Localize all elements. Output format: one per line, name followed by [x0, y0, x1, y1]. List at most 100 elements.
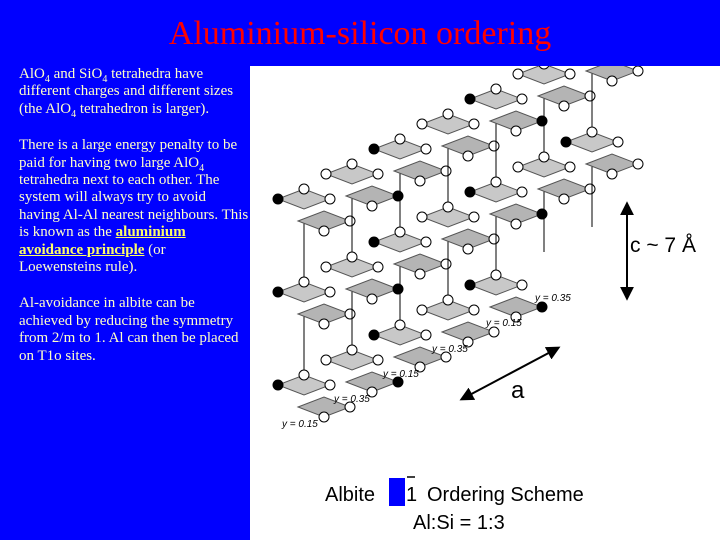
- oxygen-atom: [538, 66, 550, 70]
- oxygen-atom: [372, 168, 384, 180]
- oxygen-atom: [558, 193, 570, 205]
- oxygen-atom: [298, 276, 310, 288]
- oxygen-atom: [366, 293, 378, 305]
- text-column: AlO4 and SiO4 tetrahedra have different …: [19, 66, 249, 384]
- y-coordinate-label: y = 0.15: [485, 318, 522, 329]
- oxygen-atom: [324, 379, 336, 391]
- oxygen-atom: [320, 261, 332, 273]
- a-axis-arrow: [459, 346, 561, 401]
- oxygen-atom: [632, 66, 644, 77]
- caption-symbol: 1: [406, 484, 417, 506]
- c-axis-label: c ~ 7 Å: [630, 234, 696, 257]
- oxygen-atom: [318, 318, 330, 330]
- oxygen-atom: [416, 211, 428, 223]
- oxygen-atom: [440, 351, 452, 363]
- paragraph-energy-penalty: There is a large energy penalty to be pa…: [19, 137, 249, 276]
- oxygen-atom: [414, 361, 426, 373]
- aluminium-avoidance-highlight: aluminium avoidance principle: [19, 224, 186, 258]
- oxygen-atom: [394, 133, 406, 145]
- oxygen-atom: [584, 183, 596, 195]
- oxygen-atom: [346, 344, 358, 356]
- oxygen-atom: [344, 308, 356, 320]
- oxygen-atom: [512, 68, 524, 80]
- oxygen-atom: [420, 236, 432, 248]
- oxygen-atom: [488, 140, 500, 152]
- oxygen-atom: [516, 279, 528, 291]
- oxygen-atom: [416, 304, 428, 316]
- aluminium-atom: [392, 376, 404, 388]
- albite-ordering-figure: y = 0.35 y = 0.15 y = 0.35 y = 0.15 y = 0.35…: [250, 66, 720, 540]
- oxygen-atom: [394, 319, 406, 331]
- oxygen-atom: [324, 286, 336, 298]
- oxygen-atom: [366, 386, 378, 398]
- oxygen-atom: [442, 294, 454, 306]
- oxygen-atom: [462, 243, 474, 255]
- oxygen-atom: [490, 269, 502, 281]
- oxygen-atom: [414, 175, 426, 187]
- oxygen-atom: [442, 108, 454, 120]
- aluminium-atom: [464, 93, 476, 105]
- aluminium-atom: [272, 286, 284, 298]
- paragraph-tetrahedra-sizes: AlO4 and SiO4 tetrahedra have different …: [19, 66, 234, 120]
- oxygen-atom: [344, 215, 356, 227]
- oxygen-atom: [512, 161, 524, 173]
- oxygen-atom: [510, 218, 522, 230]
- oxygen-atom: [346, 158, 358, 170]
- oxygen-atom: [416, 118, 428, 130]
- oxygen-atom: [490, 83, 502, 95]
- oxygen-atom: [344, 401, 356, 413]
- oxygen-atom: [564, 68, 576, 80]
- oxygen-atom: [468, 118, 480, 130]
- ordering-scheme-diagram: y = 0.35 y = 0.15 y = 0.35 y = 0.15 y = 0.35…: [272, 66, 696, 534]
- aluminium-atom: [392, 190, 404, 202]
- oxygen-atom: [366, 200, 378, 212]
- oxygen-atom: [606, 168, 618, 180]
- oxygen-atom: [442, 201, 454, 213]
- tetrahedra-lattice: y = 0.35 y = 0.15 y = 0.35 y = 0.15 y = 0.35…: [272, 66, 644, 430]
- oxygen-atom: [564, 161, 576, 173]
- oxygen-atom: [488, 326, 500, 338]
- oxygen-atom: [440, 165, 452, 177]
- aluminium-atom: [464, 186, 476, 198]
- ratio-label: Al:Si = 1:3: [413, 512, 505, 534]
- oxygen-atom: [516, 186, 528, 198]
- aluminium-atom: [536, 208, 548, 220]
- oxygen-atom: [488, 233, 500, 245]
- aluminium-atom: [536, 115, 548, 127]
- oxygen-atom: [516, 93, 528, 105]
- y-coordinate-label: y = 0.35: [431, 344, 468, 355]
- oxygen-atom: [420, 143, 432, 155]
- oxygen-atom: [372, 354, 384, 366]
- oxygen-atom: [324, 193, 336, 205]
- oxygen-atom: [298, 369, 310, 381]
- y-coordinate-label: y = 0.35: [534, 293, 571, 304]
- oxygen-atom: [586, 126, 598, 138]
- oxygen-atom: [468, 304, 480, 316]
- a-axis-label: a: [511, 377, 525, 404]
- caption-ordering-scheme: Ordering Scheme: [427, 484, 584, 506]
- oxygen-atom: [606, 75, 618, 87]
- oxygen-atom: [558, 100, 570, 112]
- oxygen-atom: [318, 411, 330, 423]
- oxygen-atom: [320, 354, 332, 366]
- y-coordinate-label: y = 0.35: [333, 394, 370, 405]
- oxygen-atom: [468, 211, 480, 223]
- oxygen-atom: [372, 261, 384, 273]
- aluminium-atom: [464, 279, 476, 291]
- oxygen-atom: [394, 226, 406, 238]
- oxygen-atom: [462, 150, 474, 162]
- aluminium-atom: [536, 301, 548, 313]
- slide-title: Aluminium-silicon ordering: [168, 15, 552, 52]
- y-coordinate-label: y = 0.15: [281, 419, 318, 430]
- aluminium-atom: [368, 143, 380, 155]
- oxygen-atom: [612, 136, 624, 148]
- caption-albite: Albite: [325, 484, 375, 506]
- aluminium-atom: [272, 193, 284, 205]
- aluminium-atom: [368, 236, 380, 248]
- aluminium-atom: [560, 136, 572, 148]
- oxygen-atom: [538, 151, 550, 163]
- oxygen-atom: [420, 329, 432, 341]
- oxygen-atom: [318, 225, 330, 237]
- oxygen-atom: [346, 251, 358, 263]
- aluminium-atom: [368, 329, 380, 341]
